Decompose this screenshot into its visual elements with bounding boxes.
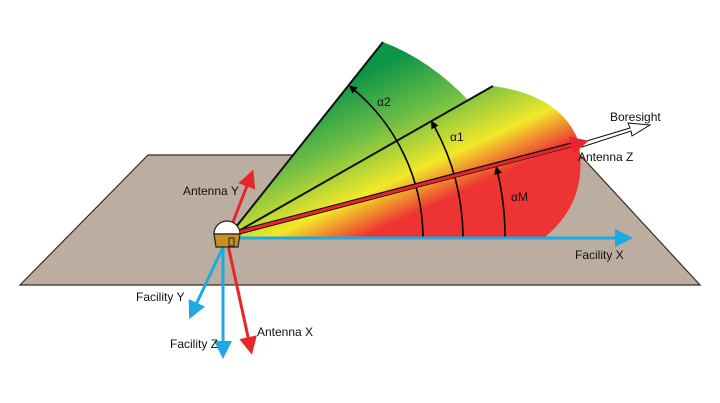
label-alpha1: α1 bbox=[450, 130, 464, 144]
coverage-fan bbox=[228, 42, 581, 237]
antenna-z-axis-red bbox=[227, 136, 589, 237]
antenna-x-axis bbox=[226, 244, 257, 355]
alpha1-limit-line bbox=[227, 85, 494, 238]
label-antenna-y: Antenna Y bbox=[183, 184, 239, 198]
label-alpham: αM bbox=[511, 190, 528, 204]
label-facility-x: Facility X bbox=[575, 248, 624, 262]
facility-y-axis bbox=[188, 244, 226, 320]
label-facility-y: Facility Y bbox=[136, 290, 184, 304]
alpha1-arc bbox=[431, 120, 464, 238]
alpha2-limit-line bbox=[227, 41, 384, 238]
antenna-icon bbox=[213, 220, 241, 248]
label-antenna-x: Antenna X bbox=[257, 325, 313, 339]
label-alpha2: α2 bbox=[377, 95, 391, 109]
label-facility-z: Facility Z bbox=[170, 337, 218, 351]
label-antenna-z: Antenna Z bbox=[578, 150, 633, 164]
label-boresight: Boresight bbox=[610, 110, 661, 124]
boresight-arrow bbox=[579, 122, 652, 148]
alpham-arc bbox=[494, 166, 506, 238]
alpha2-arc bbox=[348, 85, 424, 238]
